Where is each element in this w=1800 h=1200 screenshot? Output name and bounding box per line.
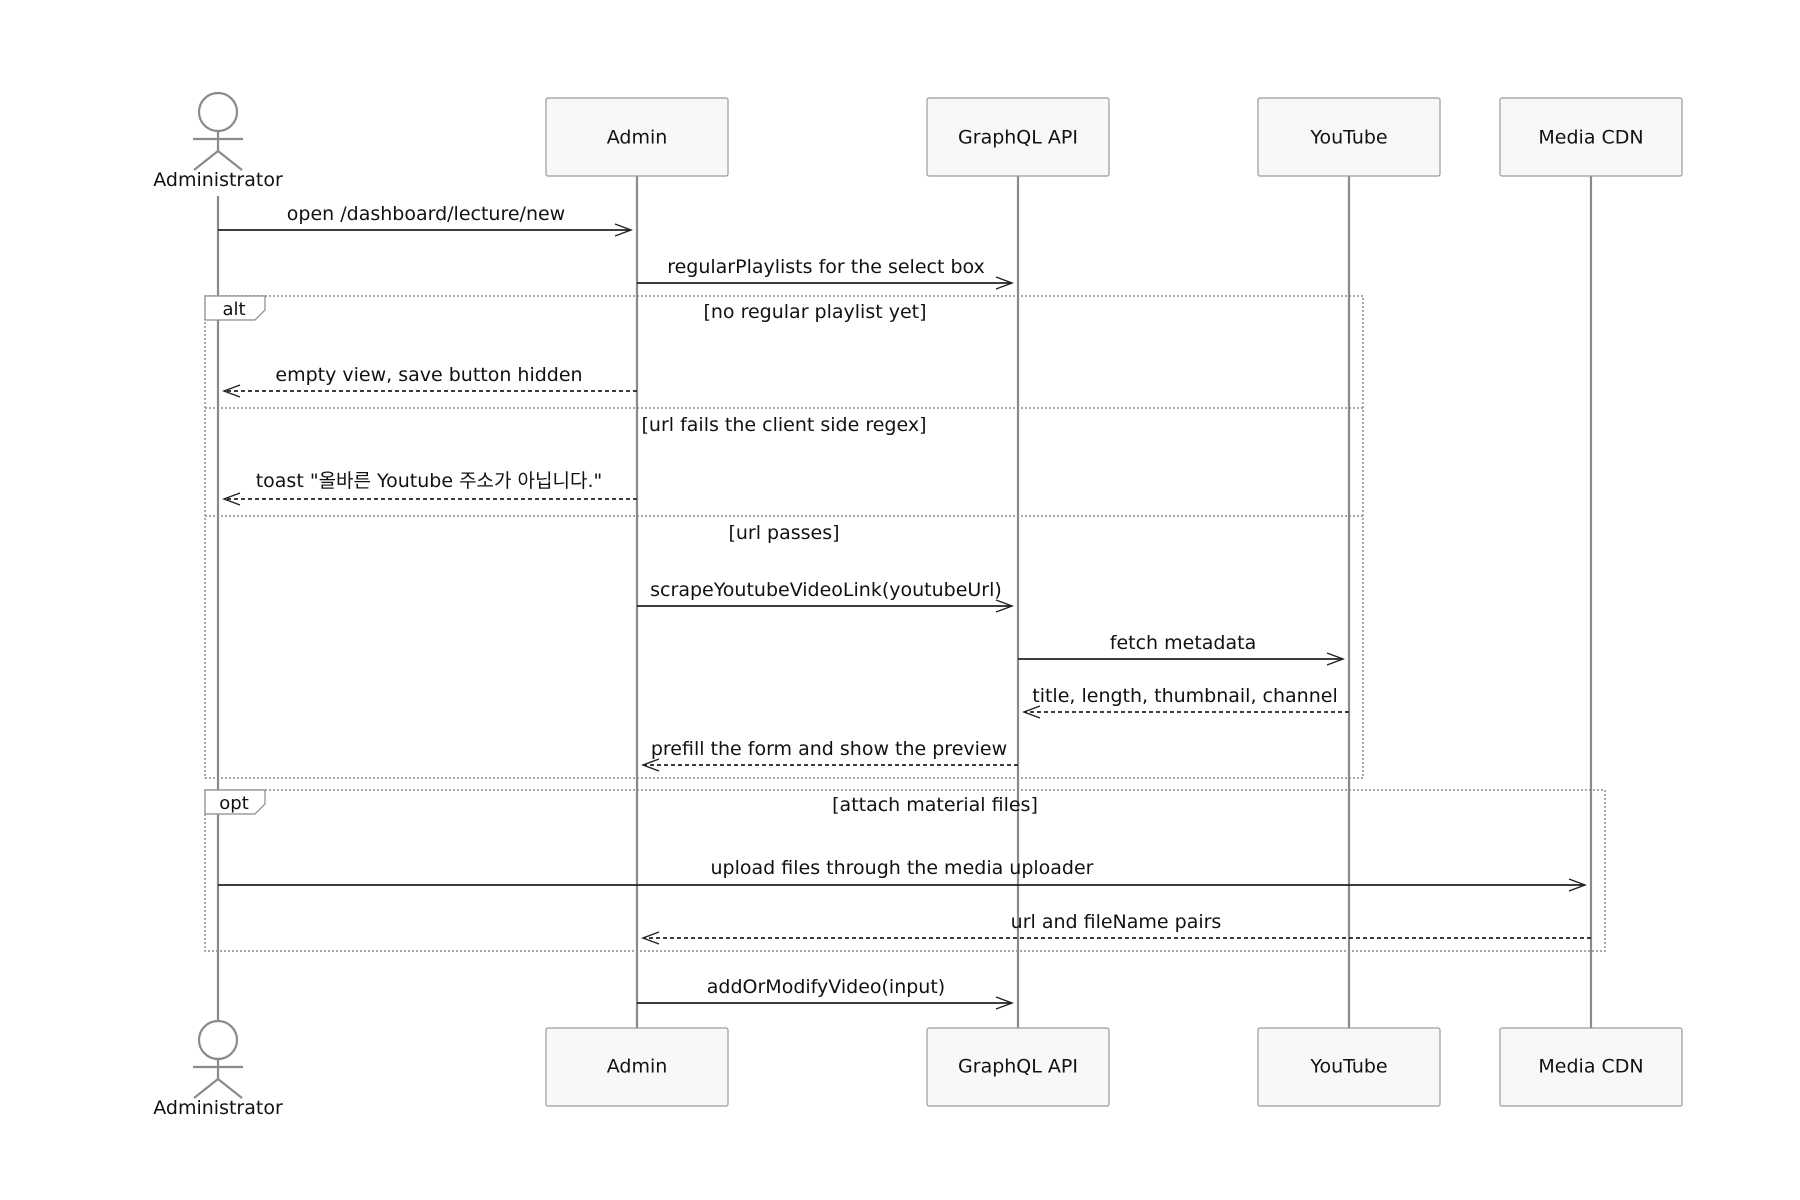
participant-label: Admin [607,1056,668,1078]
message-label: empty view, save button hidden [275,364,582,386]
fragment-opt: opt [attach material files] [204,789,1606,952]
stick-figure-icon [193,1019,243,1099]
message-upload-files: upload files through the media uploader [218,857,1587,892]
stick-figure-icon [193,91,243,171]
fragment-condition: [no regular playlist yet] [703,301,926,323]
message-open-dashboard: open /dashboard/lecture/new [218,203,633,237]
message-label: regularPlaylists for the select box [667,256,985,278]
actor-administrator-bottom: Administrator [153,1019,283,1119]
arrowhead-icon [1326,652,1345,666]
message-label: addOrModifyVideo(input) [707,976,945,998]
message-prefill-form: prefill the form and show the preview [641,738,1018,772]
arrowhead-icon [222,384,241,398]
fragment-condition: [url fails the client side regex] [642,414,927,436]
message-metadata-response: title, length, thumbnail, channel [1022,685,1349,719]
message-label: open /dashboard/lecture/new [287,203,565,225]
arrowhead-icon [1022,705,1041,719]
participant-cdn-top: Media CDN [1499,97,1683,177]
arrowhead-icon [641,931,660,945]
message-scrape-youtube: scrapeYoutubeVideoLink(youtubeUrl) [637,579,1014,613]
fragment-alt: alt [no regular playlist yet] [url fails… [204,295,1364,779]
fragment-tab [204,789,266,815]
actor-label: Administrator [153,169,283,191]
message-label: toast "올바른 Youtube 주소가 아닙니다." [256,470,603,492]
actor-administrator-top: Administrator [153,91,283,191]
participant-label: Admin [607,127,668,149]
arrowhead-icon [222,492,241,506]
participant-label: YouTube [1309,1056,1387,1078]
fragment-condition: [url passes] [728,522,839,544]
arrowhead-icon [995,599,1014,613]
actor-label: Administrator [153,1097,283,1119]
fragment-kind-label: opt [219,793,249,814]
message-label: upload files through the media uploader [711,857,1094,879]
fragment-condition: [attach material files] [832,794,1038,816]
participant-admin-top: Admin [545,97,729,177]
arrowhead-icon [995,276,1014,290]
arrowhead-icon [641,758,660,772]
participant-youtube-bottom: YouTube [1257,1027,1441,1107]
fragment-tab [204,295,266,321]
message-label: scrapeYoutubeVideoLink(youtubeUrl) [650,579,1002,601]
message-empty-view: empty view, save button hidden [222,364,637,398]
arrowhead-icon [614,223,633,237]
message-label: prefill the form and show the preview [651,738,1007,760]
participant-label: GraphQL API [958,1056,1078,1078]
arrowhead-icon [995,996,1014,1010]
participant-graphql-top: GraphQL API [926,97,1110,177]
message-label: fetch metadata [1110,632,1256,654]
message-label: title, length, thumbnail, channel [1032,685,1337,707]
arrowhead-icon [1568,878,1587,892]
message-label: url and fileName pairs [1011,911,1222,933]
participant-label: GraphQL API [958,127,1078,149]
message-fetch-metadata: fetch metadata [1018,632,1345,666]
participant-youtube-top: YouTube [1257,97,1441,177]
participant-label: Media CDN [1538,1056,1643,1078]
fragment-kind-label: alt [222,299,245,320]
message-add-or-modify-video: addOrModifyVideo(input) [637,976,1014,1010]
participant-label: Media CDN [1538,127,1643,149]
participant-admin-bottom: Admin [545,1027,729,1107]
message-toast-invalid-url: toast "올바른 Youtube 주소가 아닙니다." [222,470,637,506]
participant-cdn-bottom: Media CDN [1499,1027,1683,1107]
participant-label: YouTube [1309,127,1387,149]
participant-graphql-bottom: GraphQL API [926,1027,1110,1107]
message-url-filename-pairs: url and fileName pairs [641,911,1591,945]
message-regular-playlists: regularPlaylists for the select box [637,256,1014,290]
